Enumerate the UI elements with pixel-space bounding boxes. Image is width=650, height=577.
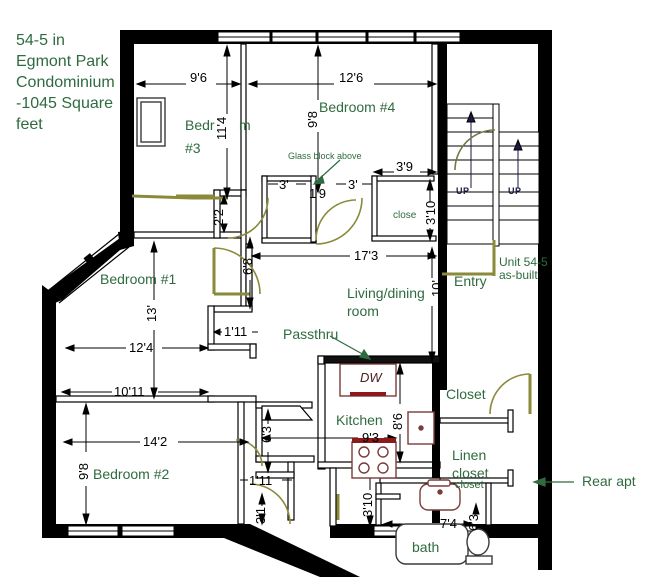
dimension-bed2-height: 9'8 <box>76 463 91 480</box>
fixtures <box>136 97 493 565</box>
dimension-hall-3a: 3' <box>279 177 289 192</box>
dishwasher-label: DW <box>360 370 382 385</box>
dimension-bed4-height: 9'8 <box>305 111 320 128</box>
page-title: 54-5 in Egmont Park Condominium -1045 Sq… <box>16 32 115 133</box>
dimension-hall-3-1: 3'1 <box>253 507 268 524</box>
dimension-bed1-height: 13' <box>144 305 159 322</box>
dimension-living-width: 17'3 <box>354 248 379 263</box>
room-label-kitchen: Kitchen <box>336 412 383 428</box>
stair-up-label-left: UP <box>456 186 470 196</box>
bay-window <box>48 233 130 304</box>
annotation-leaders <box>312 159 574 487</box>
door-leafs <box>131 194 532 520</box>
dimension-bed3-door: 2'2 <box>211 209 226 226</box>
dimension-hall-6-3: 6'3 <box>259 426 274 443</box>
dimension-hall-3b: 3' <box>348 177 358 192</box>
room-label-living-dining: Living/dining <box>347 285 425 301</box>
room-label-closet-bath: closet <box>455 479 484 491</box>
dimension-hall-1-11-upper: 1'11 <box>224 324 248 339</box>
dimension-bath-height: 6'3 <box>466 514 481 531</box>
stair-up-label-right: UP <box>508 186 522 196</box>
dimension-kitchen-height: 8'6 <box>390 413 405 430</box>
room-label-bedroom-3: Bedr <box>185 117 215 133</box>
annotation-rear-apt: Rear apt <box>582 473 636 489</box>
dimension-bath-width: 7'4 <box>440 516 457 531</box>
annotation-passthru: Passthru <box>283 326 339 342</box>
dimension-hall-1-11-lower: 1'11 <box>249 473 273 488</box>
dimension-bed1-width-2: 10'11 <box>114 384 145 399</box>
room-label-linen-closet: Linen <box>452 447 487 463</box>
room-label-entry: Entry <box>454 273 487 289</box>
room-label-closet-bedroom-4: close <box>393 210 417 221</box>
room-label-bedroom-3-cont: m <box>239 117 251 133</box>
dimension-bed2-width: 14'2 <box>143 434 168 449</box>
top-windows <box>217 31 461 43</box>
room-label-bedroom-2: Bedroom #2 <box>93 466 170 482</box>
dimension-living-height: 10' <box>429 280 444 297</box>
dimension-bed4-width: 12'6 <box>339 70 364 85</box>
dimension-closet4-depth: 3'10 <box>423 200 438 225</box>
stairs <box>446 103 540 247</box>
room-label-closet: Closet <box>446 386 486 402</box>
room-label-bedroom-1: Bedroom #1 <box>100 271 177 287</box>
room-label-bath: bath <box>412 539 440 555</box>
dimension-kitchen-width: 9'3 <box>362 430 379 445</box>
room-label-bedroom-3-number: #3 <box>185 140 201 156</box>
dimension-bed3-height: 11'4 <box>214 116 229 140</box>
dimension-bed3-width: 9'6 <box>190 70 207 85</box>
door-swings <box>213 129 531 525</box>
dimension-bed1-width: 12'4 <box>129 340 154 355</box>
dimension-closet4-width: 3'9 <box>396 159 413 174</box>
annotation-unit-as-built: Unit 54-5 as-built <box>499 255 548 282</box>
room-label-bedroom-4: Bedroom #4 <box>319 99 396 115</box>
dimension-hall-1-9: 1'9 <box>309 186 326 201</box>
dimension-hall-6-8: 6'8 <box>240 258 255 275</box>
room-label-living-dining-cont: room <box>347 303 379 319</box>
room-label-linen-closet-cont: closet <box>452 465 489 481</box>
dimension-kitchen-depth: 3'10 <box>360 492 375 517</box>
annotation-glass-block: Glass block above <box>288 151 362 161</box>
